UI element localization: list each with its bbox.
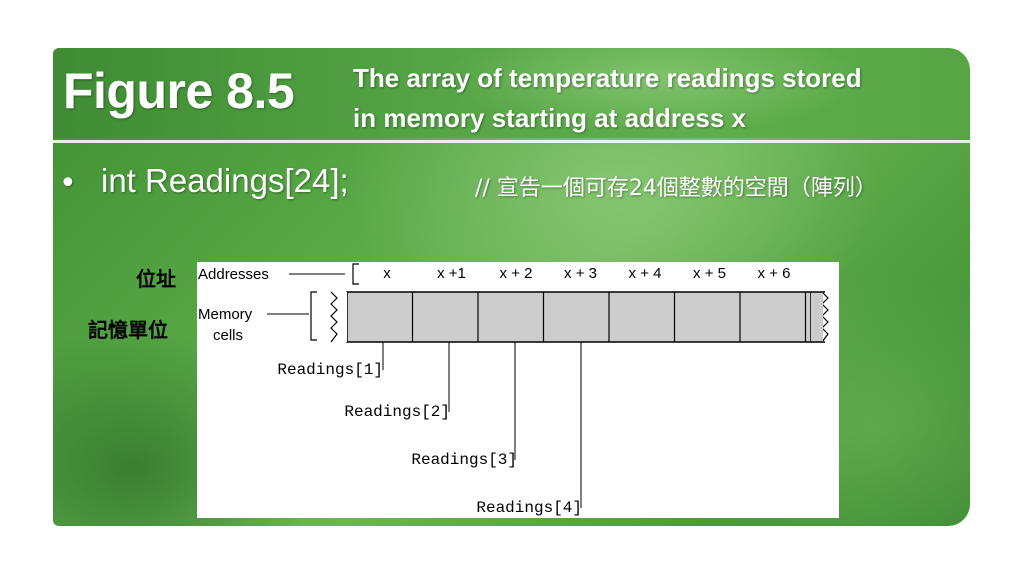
title-band [53, 48, 970, 138]
memory-bracket [310, 291, 317, 341]
bullet-dot: • [59, 166, 77, 201]
address-value: x + 6 [758, 265, 791, 282]
memory-cell-tail [811, 292, 823, 342]
reading-label: Readings[4] [476, 499, 582, 517]
memory-label-line-1: Memory [198, 306, 253, 323]
reading-labels: Readings[1] Readings[2] Readings[3] Reading… [277, 361, 582, 517]
figure-title: Figure 8.5 [63, 63, 295, 119]
bullet-item: • int Readings[24]; // 宣告一個可存24個整數的空間（陣列… [59, 162, 959, 206]
bullet-code: int Readings[24]; [101, 162, 349, 199]
reading-leaders [382, 342, 582, 508]
address-value: x +1 [437, 265, 466, 282]
address-value: x + 5 [693, 265, 726, 282]
addresses-label: Addresses [198, 266, 269, 283]
address-value: x [383, 265, 391, 282]
memory-torn-edge-left [337, 292, 347, 342]
memory-label-line-2: cells [213, 327, 243, 344]
memory-cell-dividers [411, 292, 807, 342]
reading-label: Readings[3] [411, 451, 517, 469]
memory-diagram-svg: Addresses Memory cells x x +1 x + 2 x + 3 x … [198, 263, 829, 517]
reading-label: Readings[1] [277, 361, 383, 379]
title-divider [53, 140, 970, 143]
memory-cell-row [346, 291, 812, 343]
reading-label: Readings[2] [344, 403, 450, 421]
address-values: x x +1 x + 2 x + 3 x + 4 x + 5 x + 6 [383, 265, 790, 282]
address-value: x + 3 [564, 265, 597, 282]
address-label-zh: 位址 [136, 267, 176, 291]
address-value: x + 4 [629, 265, 662, 282]
address-value: x + 2 [500, 265, 533, 282]
memory-diagram: Addresses Memory cells x x +1 x + 2 x + 3 x … [197, 262, 839, 518]
addresses-bracket [352, 263, 359, 285]
bullet-comment: // 宣告一個可存24個整數的空間（陣列） [475, 176, 877, 201]
caption-line-2: in memory starting at address x [353, 103, 747, 133]
memory-label-zh: 記憶單位 [88, 318, 168, 342]
figure-caption: The array of temperature readings stored… [353, 58, 953, 138]
caption-line-1: The array of temperature readings stored [353, 63, 862, 93]
memory-torn-line-left [330, 291, 338, 343]
